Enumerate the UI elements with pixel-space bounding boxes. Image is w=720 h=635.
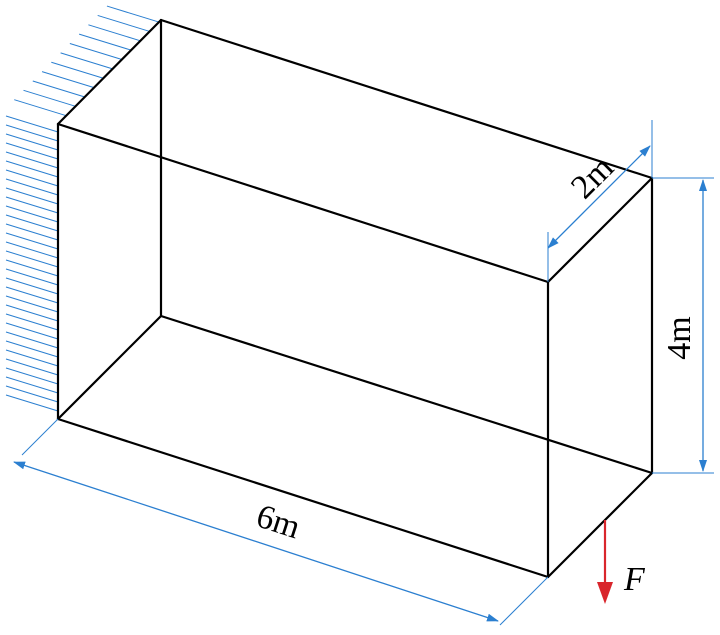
edge-top-left: [56, 18, 163, 126]
hatch-line: [5, 277, 59, 295]
depth-label: 2m: [564, 149, 621, 206]
hatch-line: [5, 142, 59, 160]
edge-back-top: [159, 18, 654, 180]
force-label: F: [623, 561, 646, 598]
dim-line-length: [13, 461, 499, 622]
hatch-line: [5, 205, 59, 223]
hatch-line: [5, 115, 59, 133]
box-wireframe: [56, 18, 654, 579]
edge-bottom-right: [546, 471, 654, 579]
hatch-line: [5, 331, 59, 349]
hatch-line: [5, 250, 59, 268]
height-label: 4m: [661, 316, 698, 359]
edge-back-bottom: [159, 314, 654, 475]
hatch-line: [5, 187, 59, 205]
hatch-line: [5, 214, 59, 232]
hatch-line: [5, 304, 59, 322]
hatch-line: [32, 80, 85, 98]
edge-bottom-left: [56, 314, 163, 421]
hatch-line: [5, 196, 59, 214]
hatch-line: [5, 124, 59, 142]
hatch-line: [69, 43, 123, 60]
hatch-line: [5, 367, 59, 385]
hatch-line: [5, 232, 59, 250]
edge-front-top: [56, 122, 550, 284]
hatch-line: [5, 223, 59, 241]
hatch-line: [5, 349, 59, 367]
ext-line-length-left: [21, 418, 59, 456]
hatch-line: [5, 259, 59, 277]
hatch-line: [5, 169, 59, 187]
force-arrow-head: [597, 582, 613, 604]
hatch-line: [5, 151, 59, 169]
hatch-line: [5, 295, 59, 313]
fixed-support-hatching: [5, 5, 160, 412]
dimension-length: 6m: [13, 418, 549, 626]
hatch-line: [5, 322, 59, 340]
hatch-line: [5, 376, 59, 394]
hatch-line: [5, 340, 59, 358]
hatch-line: [5, 313, 59, 331]
hatch-line: [41, 71, 95, 89]
hatch-line: [5, 133, 59, 151]
applied-force: F: [597, 520, 646, 604]
hatch-line: [60, 52, 113, 70]
hatch-line: [78, 33, 132, 51]
hatch-line: [97, 14, 150, 32]
hatch-line: [5, 241, 59, 259]
hatch-line: [23, 89, 76, 107]
hatch-line: [5, 286, 59, 304]
hatch-line: [106, 5, 160, 23]
hatch-line: [5, 178, 59, 196]
edge-front-bottom: [56, 417, 550, 579]
dimension-height: 4m: [652, 177, 714, 474]
hatch-line: [88, 24, 141, 42]
dimension-depth: 2m: [547, 120, 653, 282]
ext-line-length-right: [499, 576, 549, 626]
hatch-line: [5, 394, 59, 412]
hatch-line: [51, 61, 104, 79]
length-label: 6m: [252, 498, 305, 547]
hatch-line: [14, 99, 67, 117]
hatch-line: [5, 268, 59, 286]
hatch-line: [5, 358, 59, 376]
hatch-line: [5, 160, 59, 178]
hatch-line: [5, 385, 59, 403]
dim-line-depth: [547, 145, 651, 249]
